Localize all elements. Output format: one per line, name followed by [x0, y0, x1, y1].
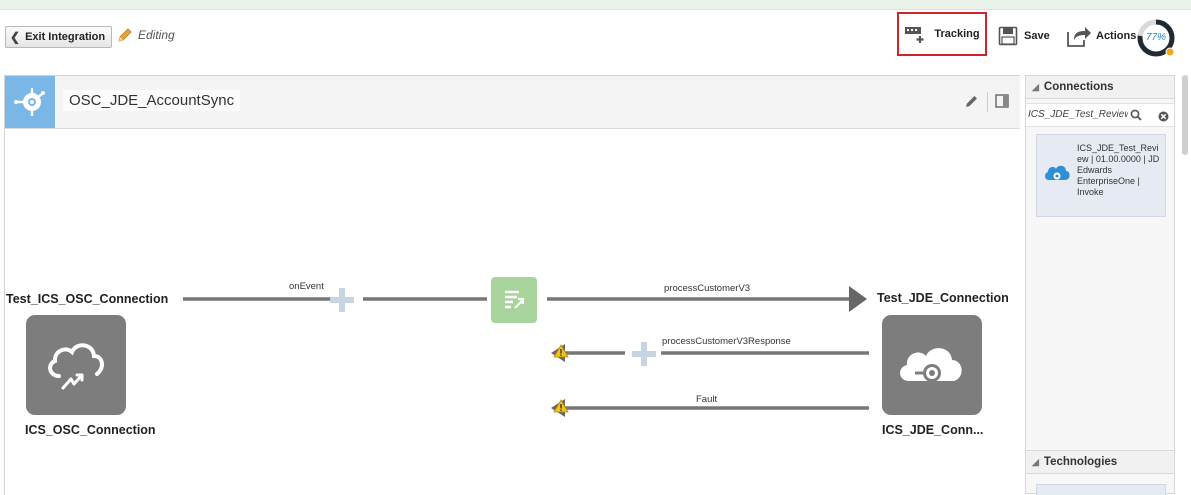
- save-label: Save: [1024, 30, 1050, 42]
- source-adapter-name: ICS_OSC_Connection: [25, 423, 156, 437]
- clear-glyph: [1158, 111, 1169, 122]
- save-button[interactable]: Save: [998, 26, 1050, 46]
- trigger-operation-label: onEvent: [289, 281, 324, 292]
- progress-percent: 77%: [1145, 32, 1166, 43]
- top-strip: [0, 0, 1191, 10]
- fault-warning-icon[interactable]: [553, 399, 569, 418]
- progress-ring[interactable]: 77%: [1136, 18, 1176, 58]
- source-adapter-tile[interactable]: [26, 315, 126, 415]
- response-warning-icon[interactable]: [553, 344, 569, 363]
- connections-search: [1026, 103, 1174, 127]
- toolbar: ❮ Exit Integration Editing Tracking Save: [0, 10, 1191, 70]
- exit-integration-button[interactable]: ❮ Exit Integration: [5, 26, 113, 48]
- response-operation-label: processCustomerV3Response: [662, 336, 791, 347]
- editing-indicator: Editing: [116, 26, 175, 44]
- pencil-icon: [118, 28, 132, 42]
- connections-title: Connections: [1043, 81, 1114, 93]
- cloud-trigger-icon: [48, 343, 104, 390]
- progress-ring-graphic: [1137, 19, 1175, 57]
- edit-integration-button[interactable]: [965, 94, 979, 113]
- connection-card[interactable]: ICS_JDE_Test_Review | 01.00.0000 | JD Ed…: [1036, 134, 1166, 217]
- technologies-panel: ◢ Technologies: [1026, 450, 1174, 474]
- add-action-button-2[interactable]: [631, 341, 657, 367]
- target-adapter-tile[interactable]: [882, 315, 982, 415]
- collapse-triangle-icon: ◢: [1032, 456, 1039, 467]
- header-separator: [987, 92, 988, 112]
- target-adapter-name: ICS_JDE_Conn...: [882, 423, 984, 437]
- technology-card[interactable]: [1036, 484, 1166, 495]
- actions-label: Actions: [1096, 30, 1137, 42]
- canvas-header: OSC_JDE_AccountSync: [5, 76, 1020, 129]
- plus-icon: [632, 342, 656, 366]
- warning-triangle-icon: [553, 344, 569, 358]
- flow-diagram: [183, 286, 869, 417]
- warning-triangle-icon: [553, 399, 569, 413]
- integration-name: OSC_JDE_AccountSync: [63, 90, 241, 111]
- connection-card-text: ICS_JDE_Test_Review | 01.00.0000 | JD Ed…: [1077, 143, 1160, 197]
- tracking-label: Tracking: [934, 28, 980, 40]
- add-action-button-1[interactable]: [329, 287, 355, 313]
- right-panel: ◢ Connections ICS_JDE_Test_Review | 01.0: [1025, 75, 1175, 495]
- share-arrow-icon: [1067, 27, 1091, 47]
- invoke-operation-label: processCustomerV3: [664, 283, 751, 294]
- magnifier-glyph: [1130, 109, 1142, 121]
- collapse-triangle-icon: ◢: [1032, 81, 1039, 92]
- edit-pencil-icon: [966, 96, 977, 107]
- source-connection-title: Test_ICS_OSC_Connection: [6, 292, 169, 306]
- scrollbar-thumb[interactable]: [1182, 75, 1188, 155]
- connections-panel-header[interactable]: ◢ Connections: [1026, 76, 1174, 99]
- plus-icon: [330, 288, 354, 312]
- panel-layout-icon: [995, 94, 1009, 108]
- cloud-invoke-icon: [900, 348, 962, 382]
- exit-integration-label: Exit Integration: [25, 31, 106, 43]
- editing-label: Editing: [138, 28, 175, 42]
- tracking-button[interactable]: Tracking: [897, 12, 987, 56]
- cloud-connection-glyph: [1045, 165, 1070, 180]
- integration-hub-icon: [14, 88, 45, 116]
- chevron-left-icon: ❮: [10, 30, 21, 44]
- panel-toggle-button[interactable]: [995, 94, 1009, 113]
- mapper-icon: [505, 290, 525, 309]
- clear-search-icon[interactable]: [1158, 109, 1169, 127]
- actions-button[interactable]: Actions: [1066, 24, 1136, 48]
- cloud-connection-icon: [1043, 162, 1071, 189]
- integration-icon: [5, 76, 55, 128]
- integration-canvas: OSC_JDE_AccountSync: [4, 75, 1020, 495]
- technologies-title: Technologies: [1043, 456, 1118, 468]
- floppy-disk-icon: [998, 26, 1018, 46]
- connections-search-input[interactable]: [1028, 107, 1128, 122]
- fault-label: Fault: [696, 394, 718, 405]
- mapper-action[interactable]: [491, 277, 537, 323]
- target-connection-title: Test_JDE_Connection: [877, 291, 1009, 305]
- tracking-icon: [905, 27, 924, 43]
- search-icon[interactable]: [1130, 108, 1142, 126]
- technologies-panel-header[interactable]: ◢ Technologies: [1026, 450, 1174, 474]
